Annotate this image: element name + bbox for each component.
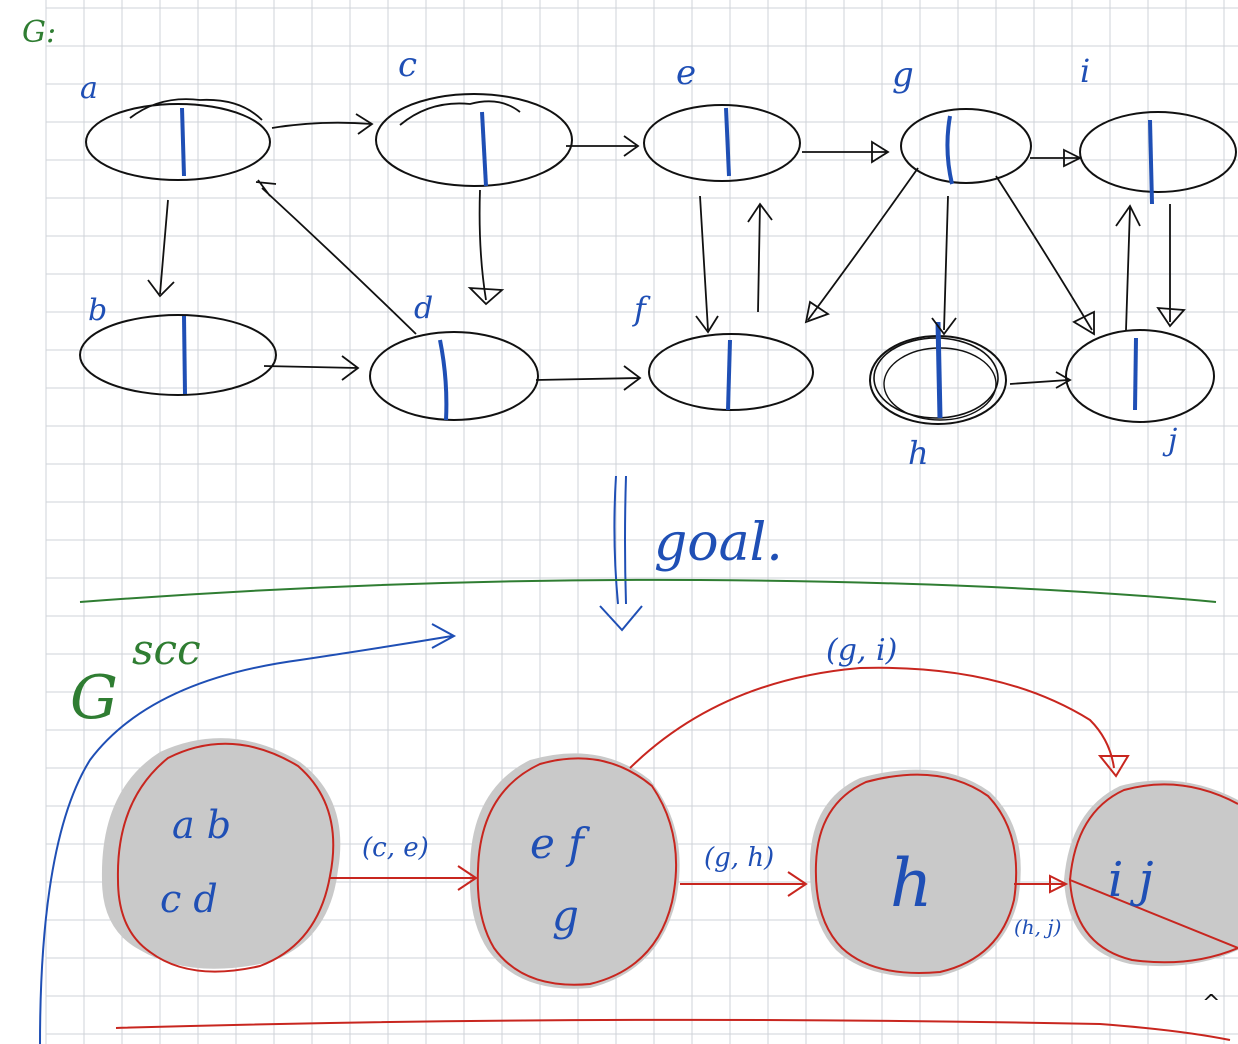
edge-g-j	[995, 175, 1095, 336]
edge-b-d	[263, 355, 360, 381]
vertex-d	[369, 331, 539, 421]
bottom-red-line	[115, 1018, 1231, 1041]
separator-line	[79, 578, 1217, 603]
component-ij	[1064, 780, 1238, 967]
component-h-label: h	[890, 845, 933, 922]
goal-label: goal.	[654, 513, 783, 573]
edge-d-f	[535, 365, 642, 391]
component-abcd-row2: c d	[160, 877, 218, 921]
vertex-f	[648, 333, 814, 411]
top-graph-title: G:	[22, 15, 56, 50]
edge-a-c	[271, 113, 374, 135]
bottom-graph-title: G	[70, 663, 118, 733]
edge-j-i	[1115, 204, 1141, 331]
component-ij-label: i j	[1108, 852, 1154, 908]
scc-edge-label-hj: (h, j)	[1014, 915, 1061, 939]
top-graph-edges	[147, 113, 1186, 391]
label-vertex-g: g	[892, 55, 914, 95]
blue-curve-arrow	[39, 623, 457, 1044]
edge-e-f	[695, 195, 719, 334]
scc-edge-hj	[1014, 874, 1069, 894]
scc-edge-label-gh: (g, h)	[704, 843, 774, 873]
vertex-b	[79, 314, 277, 396]
edge-d-a	[255, 179, 417, 335]
component-efg	[469, 753, 680, 989]
vertex-a	[85, 98, 271, 181]
vertex-e	[643, 104, 801, 182]
component-abcd-row1: a b	[172, 803, 231, 847]
label-vertex-i: i	[1080, 52, 1090, 90]
scc-edges	[115, 666, 1231, 1041]
label-vertex-f: f	[632, 290, 651, 328]
scc-edge-label-ce: (c, e)	[362, 833, 429, 863]
component-efg-row1: e f	[530, 819, 590, 868]
edge-c-e	[566, 135, 640, 157]
scc-edge-gh	[680, 871, 808, 897]
label-vertex-h: h	[908, 434, 929, 472]
edge-g-h	[931, 195, 957, 336]
vertex-g	[900, 108, 1032, 185]
edge-g-f	[804, 167, 919, 324]
vertex-i	[1079, 111, 1237, 205]
scc-edge-ce	[330, 865, 478, 891]
vertex-h	[869, 321, 1007, 425]
edge-g-i	[1030, 148, 1083, 168]
scc-edge-gi	[629, 666, 1130, 778]
edge-i-j	[1156, 204, 1186, 328]
edge-f-e	[747, 202, 773, 313]
label-vertex-j: j	[1162, 423, 1177, 458]
vertex-j	[1065, 329, 1215, 423]
vertex-c	[375, 93, 573, 187]
label-vertex-b: b	[88, 293, 107, 328]
label-vertex-e: e	[676, 53, 696, 93]
component-h	[809, 769, 1021, 977]
scc-edge-label-gi: (g, i)	[826, 633, 897, 668]
edge-e-g	[802, 140, 890, 164]
label-vertex-d: d	[414, 291, 433, 326]
edge-h-j	[1009, 371, 1072, 389]
corner-caret: ^	[1202, 991, 1220, 1016]
label-vertex-c: c	[398, 45, 417, 85]
edge-c-d	[467, 189, 505, 306]
label-vertex-a: a	[80, 71, 98, 106]
component-efg-row2: g	[552, 891, 579, 940]
edge-a-b	[147, 199, 175, 298]
bottom-graph-title-superscript: scc	[132, 625, 201, 674]
component-abcd	[101, 738, 341, 973]
goal-arrow	[599, 475, 643, 632]
